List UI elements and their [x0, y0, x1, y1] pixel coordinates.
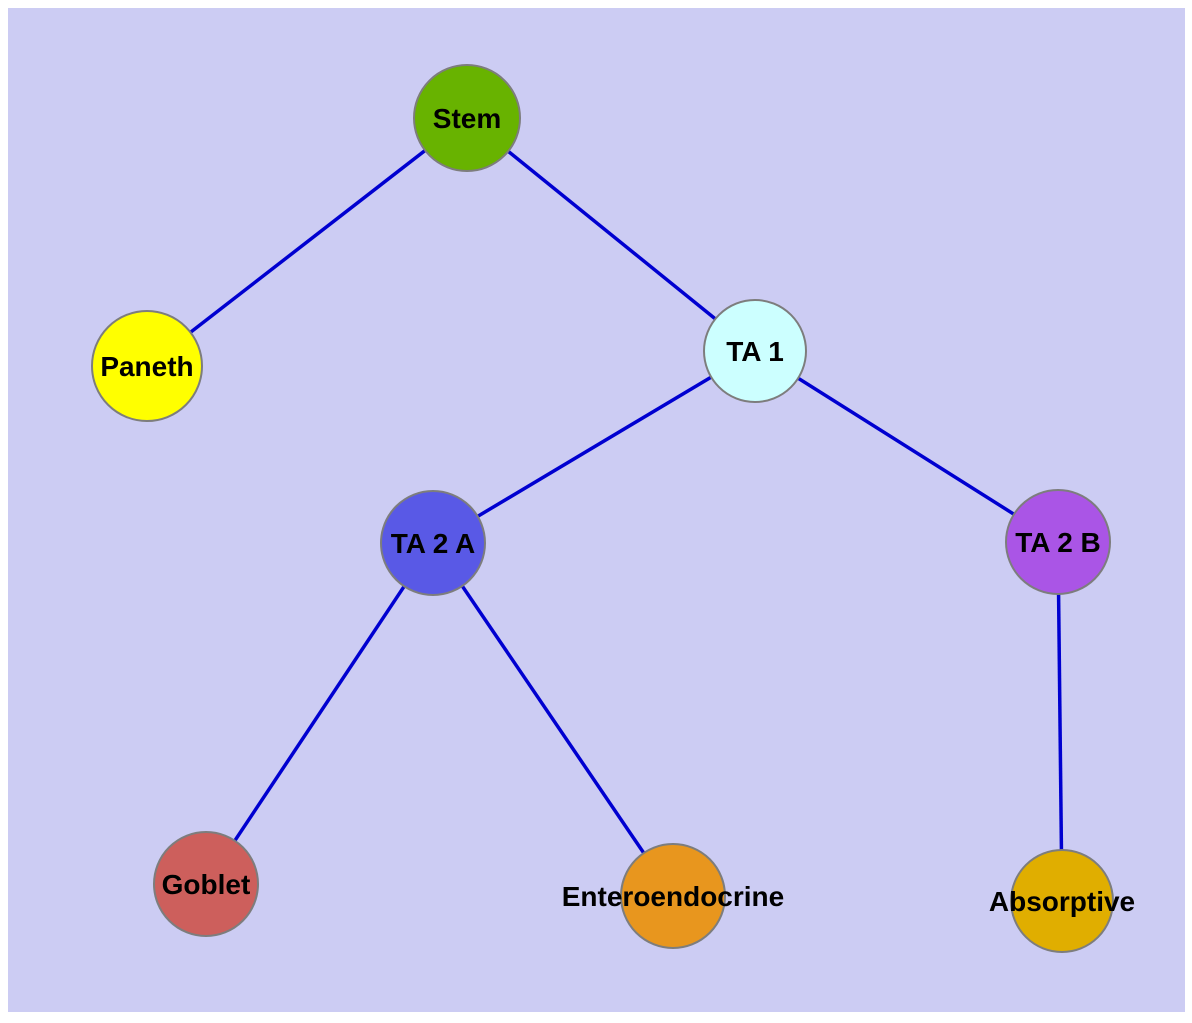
edge-stem-ta1 [465, 116, 757, 353]
edge-ta2a-enteroendocrine [431, 542, 675, 897]
edge-ta2b-absorptive [1056, 541, 1064, 902]
node-ta1: TA 1 [703, 299, 807, 403]
node-circle-ta1 [703, 299, 807, 403]
edge-ta1-ta2b [754, 349, 1059, 544]
edge-ta2a-goblet [204, 542, 435, 885]
node-circle-ta2b [1005, 489, 1111, 595]
node-circle-paneth [91, 310, 203, 422]
node-circle-enteroendocrine [620, 843, 726, 949]
node-ta2a: TA 2 A [380, 490, 486, 596]
node-ta2b: TA 2 B [1005, 489, 1111, 595]
node-stem: Stem [413, 64, 521, 172]
node-circle-absorptive [1010, 849, 1114, 953]
node-circle-stem [413, 64, 521, 172]
edge-ta1-ta2a [432, 349, 756, 545]
node-goblet: Goblet [153, 831, 259, 937]
edge-stem-paneth [145, 116, 469, 368]
node-circle-goblet [153, 831, 259, 937]
node-circle-ta2a [380, 490, 486, 596]
node-paneth: Paneth [91, 310, 203, 422]
